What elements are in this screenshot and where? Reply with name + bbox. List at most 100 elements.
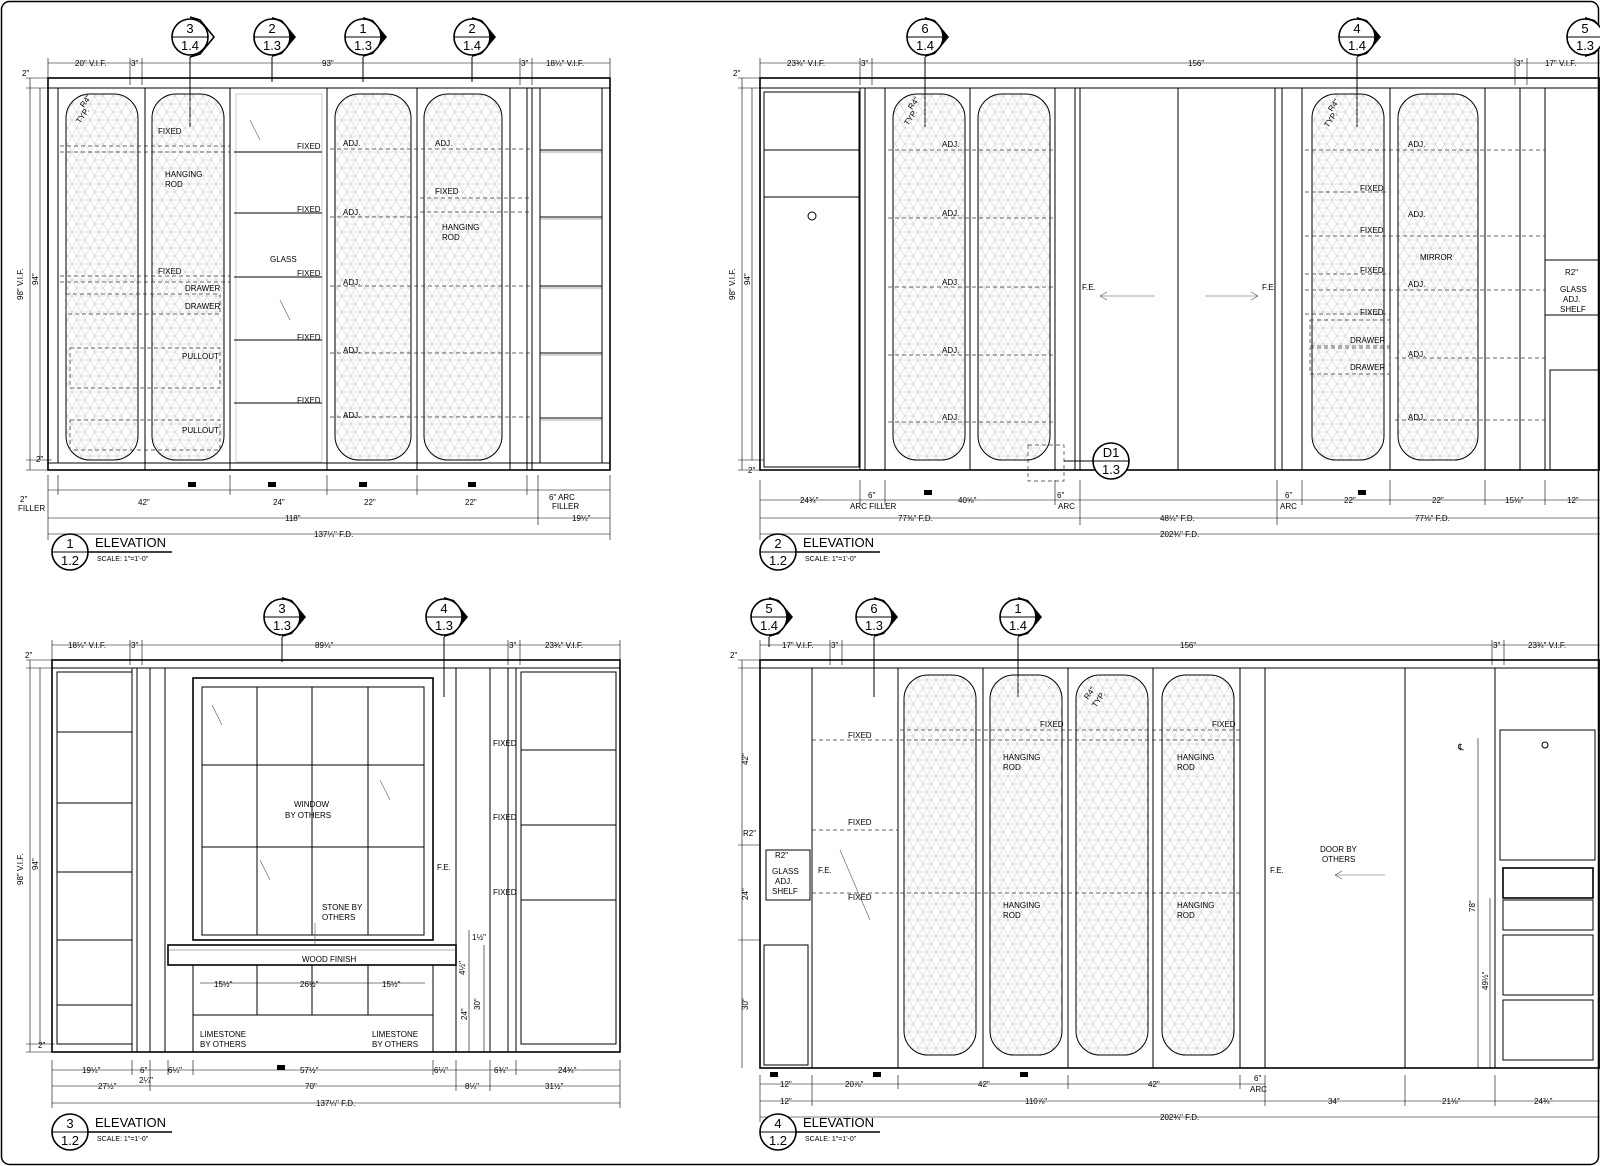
svg-text:ADJ.: ADJ. [1408, 413, 1425, 422]
svg-text:18¼" V.I.F.: 18¼" V.I.F. [68, 641, 106, 650]
svg-text:ROD: ROD [442, 233, 460, 242]
svg-text:DOOR BY: DOOR BY [1320, 845, 1358, 854]
svg-text:FIXED: FIXED [1360, 226, 1384, 235]
left-dimensions: 2" 98" V.I.F. 94" 2" [16, 651, 55, 1053]
svg-text:57½": 57½" [300, 1066, 319, 1075]
section-marker-6-1.4: 61.4 [906, 17, 949, 127]
detail-marker-D1: D11.3 [1064, 442, 1130, 480]
svg-text:2": 2" [20, 495, 27, 504]
svg-text:ADJ.: ADJ. [1408, 280, 1425, 289]
svg-text:HANGING: HANGING [165, 170, 202, 179]
svg-text:R2": R2" [743, 829, 756, 838]
svg-text:HANGING: HANGING [1003, 753, 1040, 762]
svg-text:202¾" F.D.: 202¾" F.D. [1160, 1113, 1199, 1122]
svg-text:FIXED: FIXED [1360, 266, 1384, 275]
svg-text:4: 4 [774, 1116, 781, 1131]
svg-text:FIXED: FIXED [435, 187, 459, 196]
svg-text:1.3: 1.3 [1102, 462, 1120, 477]
svg-text:SCALE: 1"=1'-0": SCALE: 1"=1'-0" [805, 556, 857, 563]
left-dimensions: 2" 98" V.I.F. 94" 2" [728, 69, 764, 475]
svg-text:24": 24" [460, 1008, 469, 1020]
svg-text:SCALE: 1"=1'-0": SCALE: 1"=1'-0" [97, 1136, 149, 1143]
top-dimensions: 20" V.I.F. 3" 93" 3" 18¼" V.I.F. [47, 58, 611, 85]
svg-text:ARC: ARC [1280, 502, 1297, 511]
top-dimensions: 18¼" V.I.F. 3" 89¼" 3" 23¾" V.I.F. [51, 640, 621, 665]
svg-text:SCALE: 1"=1'-0": SCALE: 1"=1'-0" [805, 1136, 857, 1143]
svg-text:1.4: 1.4 [916, 38, 934, 53]
svg-text:BY OTHERS: BY OTHERS [372, 1040, 418, 1049]
svg-text:3": 3" [1516, 59, 1523, 68]
svg-text:ADJ.: ADJ. [1563, 295, 1580, 304]
svg-text:1.4: 1.4 [1009, 618, 1027, 633]
svg-text:2: 2 [774, 536, 781, 551]
svg-text:49½": 49½" [1481, 971, 1490, 990]
svg-text:2: 2 [468, 21, 475, 36]
svg-text:F.E.: F.E. [818, 866, 832, 875]
svg-text:98" V.I.F.: 98" V.I.F. [16, 854, 25, 885]
svg-text:SHELF: SHELF [1560, 305, 1586, 314]
svg-text:1: 1 [1014, 601, 1021, 616]
svg-text:2": 2" [38, 1041, 45, 1050]
svg-text:PULLOUT: PULLOUT [182, 352, 219, 361]
svg-text:77⅛" F.D.: 77⅛" F.D. [1415, 514, 1450, 523]
svg-text:ADJ.: ADJ. [942, 346, 959, 355]
svg-text:12": 12" [1567, 496, 1579, 505]
svg-text:ROD: ROD [1177, 763, 1195, 772]
svg-text:137¼" F.D.: 137¼" F.D. [314, 530, 353, 539]
svg-text:FIXED: FIXED [493, 888, 517, 897]
svg-text:GLASS: GLASS [270, 255, 297, 264]
svg-text:1.3: 1.3 [273, 618, 291, 633]
glass-doors [892, 93, 1479, 461]
svg-text:156": 156" [1188, 59, 1204, 68]
svg-text:FIXED: FIXED [493, 813, 517, 822]
svg-text:FIXED: FIXED [493, 739, 517, 748]
svg-text:4: 4 [1353, 21, 1360, 36]
svg-text:FIXED: FIXED [158, 127, 182, 136]
svg-text:23¾" V.I.F.: 23¾" V.I.F. [1528, 641, 1566, 650]
svg-text:27½": 27½" [98, 1082, 117, 1091]
svg-text:1.3: 1.3 [1576, 38, 1594, 53]
svg-text:DRAWER: DRAWER [1350, 363, 1385, 372]
stone-and-wood: STONE BY OTHERS WOOD FINISH LIMESTONE BY… [167, 739, 517, 1070]
svg-text:HANGING: HANGING [442, 223, 479, 232]
svg-text:94": 94" [31, 273, 40, 285]
svg-text:DRAWER: DRAWER [1350, 336, 1385, 345]
svg-text:OTHERS: OTHERS [1322, 855, 1355, 864]
bottom-dimensions: 2" FILLER 42" 24" 22" 22" 6" ARC FILLER … [18, 475, 611, 540]
svg-text:118": 118" [285, 514, 301, 523]
svg-text:15½": 15½" [214, 980, 233, 989]
glass-doors [65, 93, 503, 463]
svg-text:1.4: 1.4 [1348, 38, 1366, 53]
svg-text:ADJ.: ADJ. [1408, 210, 1425, 219]
svg-text:BY OTHERS: BY OTHERS [285, 811, 331, 820]
section-marker-5-1.4: 51.4 [750, 597, 793, 647]
svg-text:156": 156" [1180, 641, 1196, 650]
svg-text:1.3: 1.3 [435, 618, 453, 633]
glass-doors [900, 674, 1240, 1056]
svg-text:8¼": 8¼" [465, 1082, 479, 1091]
svg-text:24¾": 24¾" [800, 496, 819, 505]
svg-text:FILLER: FILLER [552, 502, 579, 511]
svg-text:3": 3" [521, 59, 528, 68]
svg-text:22": 22" [364, 498, 376, 507]
svg-text:31½": 31½" [545, 1082, 564, 1091]
svg-text:D1: D1 [1103, 445, 1120, 460]
section-marker-3-1.3: 31.3 [263, 597, 306, 662]
section-marker-6-1.3: 61.3 [855, 597, 898, 697]
bottom-dimensions: 12" 20⅞" 42" 42" 6" ARC 12" 110⅞" 34" 21… [759, 1074, 1600, 1122]
section-marker-4-1.3: 41.3 [425, 597, 468, 697]
section-marker-1-1.4: 11.4 [999, 597, 1042, 697]
svg-text:ADJ.: ADJ. [343, 346, 360, 355]
top-dimensions: 17" V.I.F. 3" 156" 3" 23¾" V.I.F. [759, 640, 1600, 665]
svg-text:ADJ.: ADJ. [343, 139, 360, 148]
svg-text:23¾" V.I.F.: 23¾" V.I.F. [787, 59, 825, 68]
svg-text:1.3: 1.3 [865, 618, 883, 633]
svg-text:22": 22" [1344, 496, 1356, 505]
top-dimensions: 23¾" V.I.F. 3" 156" 3" 17" V.I.F. [759, 58, 1600, 85]
svg-text:F.E.: F.E. [1082, 283, 1096, 292]
svg-text:ADJ.: ADJ. [775, 877, 792, 886]
svg-text:DRAWER: DRAWER [185, 302, 220, 311]
svg-text:2: 2 [268, 21, 275, 36]
svg-text:ARC FILLER: ARC FILLER [850, 502, 896, 511]
